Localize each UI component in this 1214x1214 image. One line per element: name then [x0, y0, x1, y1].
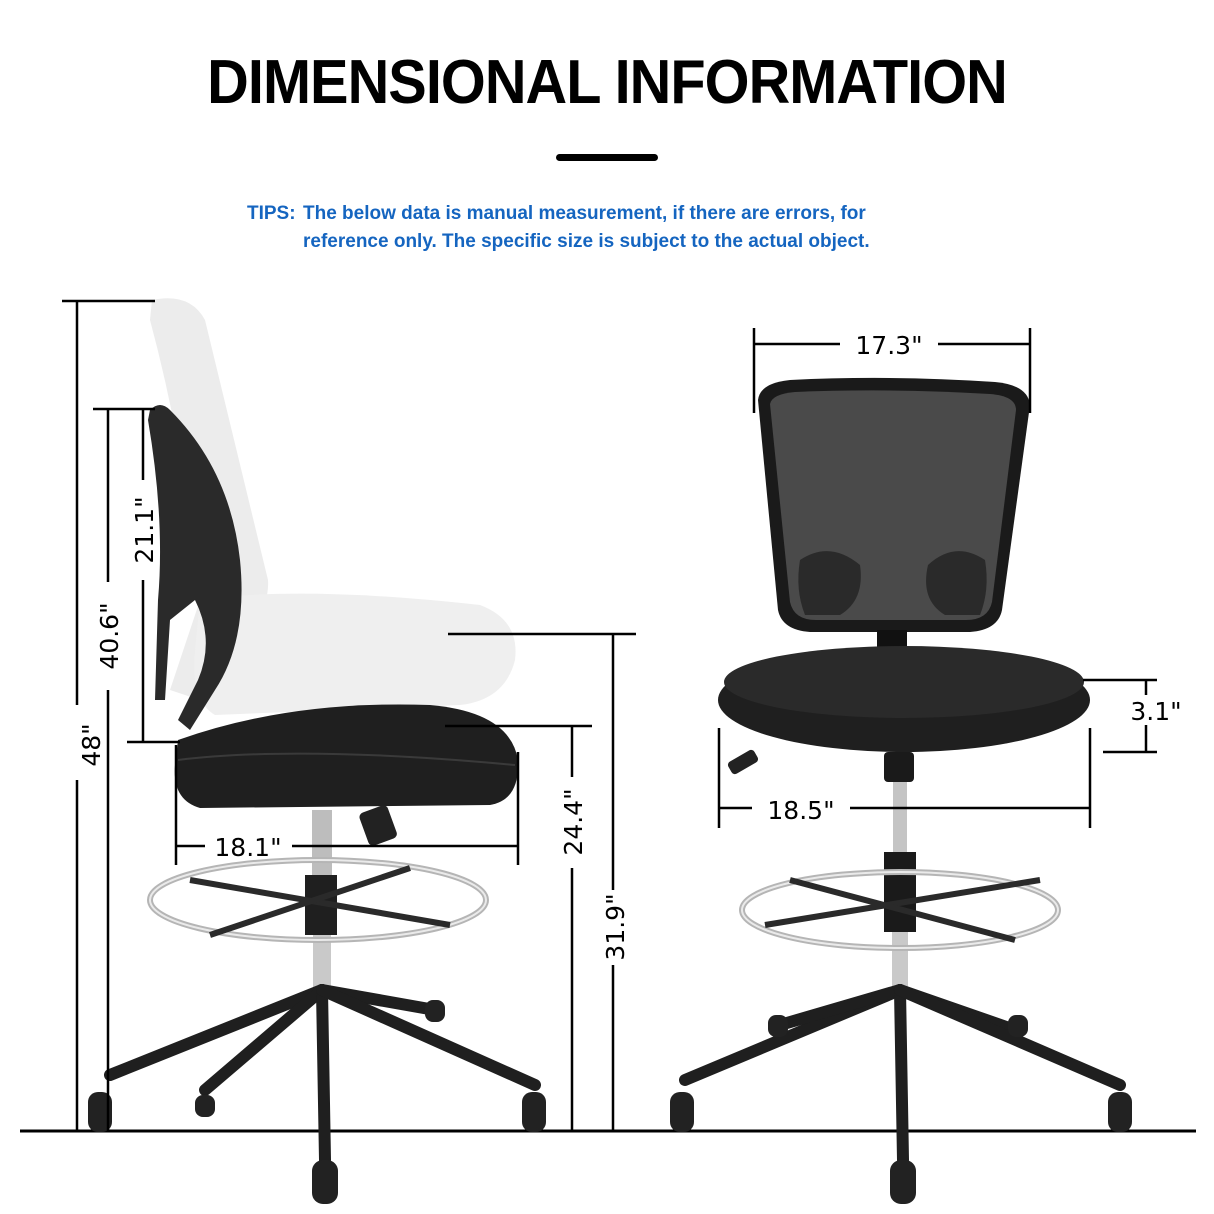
footring-mount	[884, 852, 916, 932]
tips-line-2: reference only. The specific size is sub…	[303, 231, 870, 252]
star-base	[679, 984, 1126, 1166]
side-dimension-lines	[62, 299, 636, 1131]
seat-width-label: 18.5"	[767, 796, 834, 825]
gas-lift-lower	[892, 932, 908, 987]
backrest	[148, 405, 242, 730]
height-lever	[727, 749, 759, 775]
seat-height-max-label: 31.9"	[601, 893, 630, 960]
front-dimension-lines	[717, 328, 1157, 828]
side-view-chair	[88, 298, 546, 1204]
ghost-seat	[194, 593, 516, 715]
gas-lift-upper	[312, 810, 332, 875]
seat-thickness-label: 3.1"	[1130, 697, 1181, 726]
star-base	[104, 984, 541, 1166]
seat-cushion	[174, 704, 519, 808]
front-view-chair	[670, 377, 1132, 1204]
tips-note: TIPS: The below data is manual measuremen…	[247, 200, 1007, 256]
overall-height-label: 48"	[77, 723, 106, 766]
casters	[670, 1015, 1132, 1204]
tips-label: TIPS:	[247, 203, 296, 224]
title-divider	[556, 154, 658, 161]
tips-line-1: The below data is manual measurement, if…	[303, 203, 866, 224]
backrest-height-label: 21.1"	[130, 496, 159, 563]
seat-depth-label: 18.1"	[214, 833, 281, 862]
gas-lift-upper	[893, 782, 907, 852]
back-top-height-label: 40.6"	[95, 602, 124, 669]
page-title: DIMENSIONAL INFORMATION	[207, 48, 1008, 117]
height-lever	[359, 805, 397, 846]
casters	[88, 1000, 546, 1204]
seat-height-min-label: 24.4"	[559, 788, 588, 855]
backrest-width-label: 17.3"	[855, 331, 922, 360]
gas-lift-lower	[313, 935, 331, 990]
